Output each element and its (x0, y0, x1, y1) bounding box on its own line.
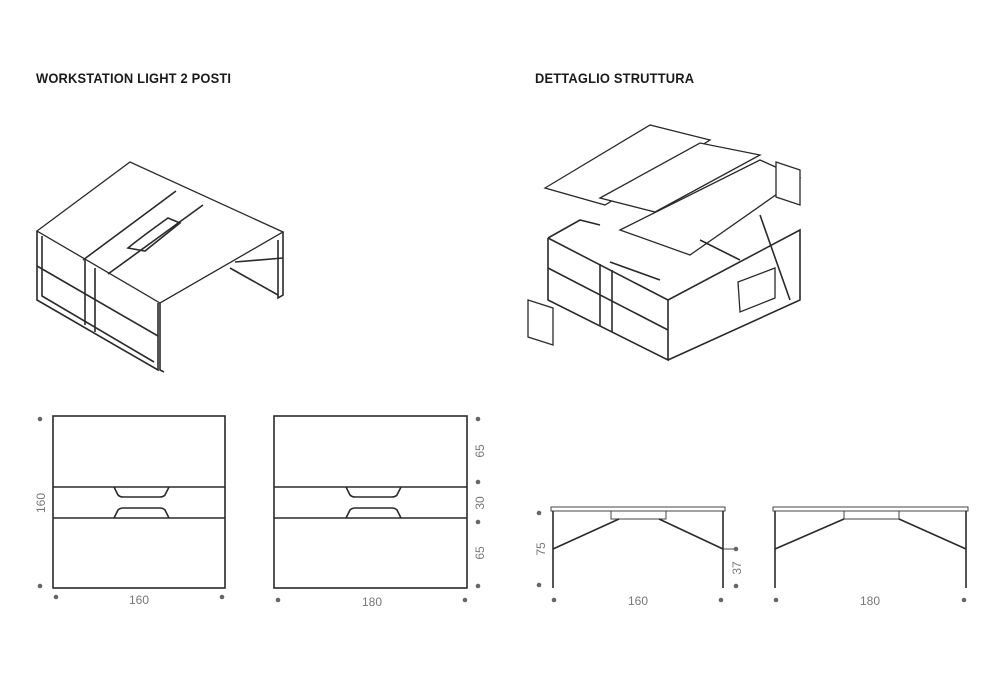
dim-elev-width-180: 180 (860, 594, 880, 608)
dim-depth-160: 160 (34, 493, 48, 513)
plan-view-180: 180 65 30 65 (273, 415, 487, 609)
section-title-dettaglio: DETTAGLIO STRUTTURA (535, 70, 695, 86)
exploded-structure (527, 124, 802, 362)
dim-width-180: 180 (362, 595, 382, 609)
dim-segment-top: 65 (473, 444, 487, 458)
dim-width-160: 160 (129, 593, 149, 607)
dim-elev-width-160: 160 (628, 594, 648, 608)
dim-height-75: 75 (534, 542, 548, 556)
dim-beam-height-37: 37 (730, 561, 744, 575)
dim-segment-middle: 30 (473, 496, 487, 510)
isometric-workstation (35, 161, 285, 373)
section-title-workstation: WORKSTATION LIGHT 2 POSTI (36, 70, 232, 86)
dim-segment-bottom: 65 (473, 546, 487, 560)
plan-view-160: 160 160 (34, 415, 226, 607)
elevation-view-160: 160 75 37 (534, 506, 744, 608)
elevation-view-180: 180 (772, 506, 969, 608)
